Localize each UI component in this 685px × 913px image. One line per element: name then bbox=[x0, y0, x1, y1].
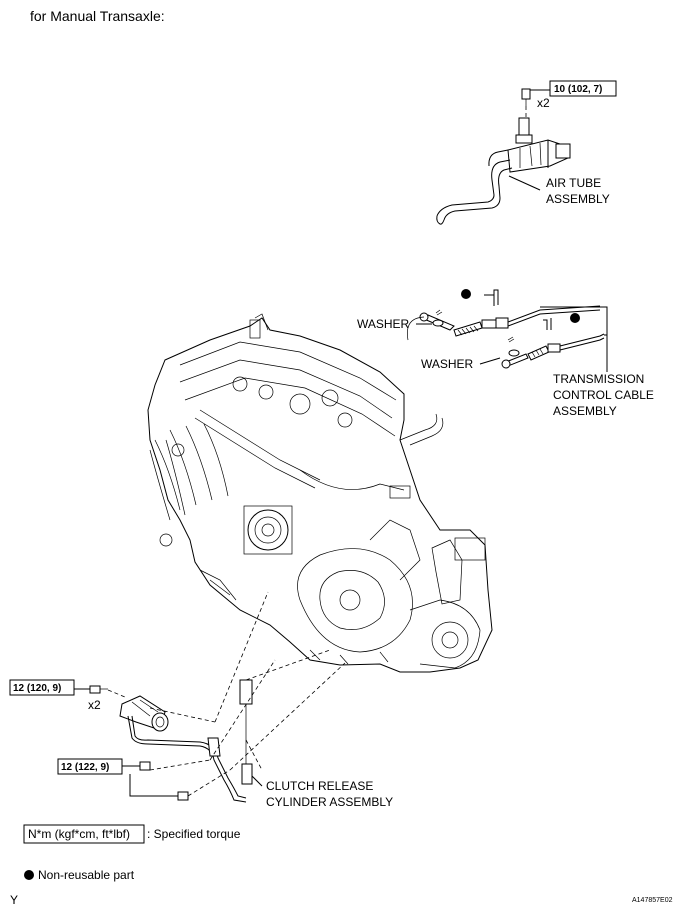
air-tube-label-1: AIR TUBE bbox=[546, 176, 601, 190]
non-reusable-mark-lower bbox=[570, 313, 580, 323]
clutch-upper-torque-value: 12 (120, 9) bbox=[13, 683, 61, 694]
page-title: for Manual Transaxle: bbox=[30, 8, 165, 24]
clutch-upper-torque-box bbox=[9, 679, 75, 696]
legend-non-reusable-text: Non-reusable part bbox=[38, 868, 135, 882]
engine-transaxle-drawing bbox=[147, 313, 493, 673]
legend-non-reusable-mark bbox=[24, 870, 34, 880]
footer-left-mark: Y bbox=[10, 893, 18, 907]
air-tube-label-2: ASSEMBLY bbox=[546, 192, 610, 206]
air-tube-torque-value: 10 (102, 7) bbox=[554, 84, 602, 95]
figure-code: A147857E02 bbox=[632, 897, 673, 904]
washer-upper-label: WASHER bbox=[357, 317, 410, 331]
clutch-label-2: CYLINDER ASSEMBLY bbox=[266, 795, 393, 809]
tcc-label-1: TRANSMISSION bbox=[553, 372, 644, 386]
legend-torque-unit-box bbox=[23, 824, 145, 844]
clutch-upper-bolt-qty: x2 bbox=[88, 698, 101, 712]
tcc-label-3: ASSEMBLY bbox=[553, 404, 617, 418]
legend-torque-unit: N*m (kgf*cm, ft*lbf) bbox=[28, 827, 130, 841]
air-tube-assembly-drawing bbox=[436, 88, 571, 225]
air-tube-bolt-qty: x2 bbox=[537, 96, 550, 110]
legend-torque-text: : Specified torque bbox=[147, 827, 241, 841]
tcc-label-2: CONTROL CABLE bbox=[553, 388, 654, 402]
transmission-control-cable-drawing bbox=[407, 289, 608, 372]
washer-lower-label: WASHER bbox=[421, 357, 474, 371]
clutch-lower-torque-value: 12 (122, 9) bbox=[61, 762, 109, 773]
non-reusable-mark-upper bbox=[461, 289, 471, 299]
air-tube-torque-box bbox=[549, 80, 617, 97]
clutch-label-1: CLUTCH RELEASE bbox=[266, 779, 373, 793]
